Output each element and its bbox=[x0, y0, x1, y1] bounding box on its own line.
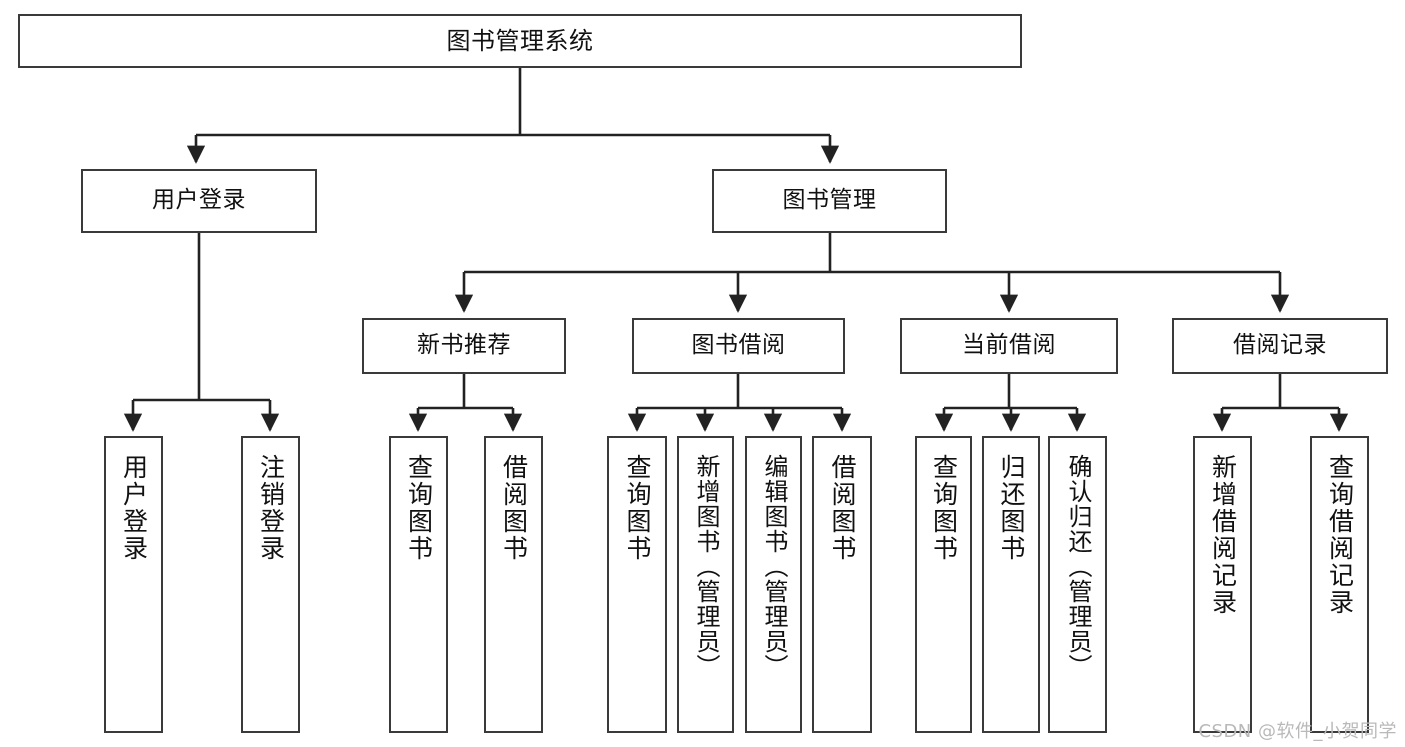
node-label: 用户登录 bbox=[152, 187, 246, 214]
node-label: 查询图书 bbox=[404, 454, 434, 562]
node-current-borrow[interactable]: 当前借阅 bbox=[900, 318, 1118, 374]
leaf-add-borrow-record[interactable]: 新增借阅记录 bbox=[1193, 436, 1252, 733]
leaf-return-book[interactable]: 归还图书 bbox=[982, 436, 1040, 733]
leaf-user-login[interactable]: 用户登录 bbox=[104, 436, 163, 733]
node-user-login[interactable]: 用户登录 bbox=[81, 169, 317, 233]
node-label: 新增借阅记录 bbox=[1208, 454, 1238, 616]
node-label: 查询图书 bbox=[623, 454, 652, 562]
node-label: 查询借阅记录 bbox=[1325, 454, 1355, 616]
node-label: 用户登录 bbox=[119, 454, 149, 562]
leaf-borrow-book-borrow[interactable]: 借阅图书 bbox=[812, 436, 872, 733]
node-label: 确认归还（管理员） bbox=[1063, 454, 1092, 679]
node-label: 注销登录 bbox=[256, 454, 286, 562]
node-label: 图书借阅 bbox=[691, 332, 786, 359]
node-label: 借阅图书 bbox=[828, 454, 857, 562]
node-label: 图书管理系统 bbox=[446, 26, 594, 55]
leaf-edit-book-admin[interactable]: 编辑图书（管理员） bbox=[745, 436, 802, 733]
leaf-query-borrow-record[interactable]: 查询借阅记录 bbox=[1310, 436, 1369, 733]
node-root-system[interactable]: 图书管理系统 bbox=[18, 14, 1022, 68]
node-book-manage[interactable]: 图书管理 bbox=[712, 169, 947, 233]
leaf-add-book-admin[interactable]: 新增图书（管理员） bbox=[677, 436, 734, 733]
leaf-confirm-return-admin[interactable]: 确认归还（管理员） bbox=[1048, 436, 1107, 733]
leaf-borrow-book-newbook[interactable]: 借阅图书 bbox=[484, 436, 543, 733]
node-book-borrow[interactable]: 图书借阅 bbox=[632, 318, 845, 374]
leaf-logout-login[interactable]: 注销登录 bbox=[241, 436, 300, 733]
leaf-query-book-borrow[interactable]: 查询图书 bbox=[607, 436, 667, 733]
node-label: 图书管理 bbox=[782, 187, 877, 214]
node-label: 当前借阅 bbox=[962, 332, 1056, 359]
node-label: 查询图书 bbox=[929, 454, 959, 562]
node-label: 编辑图书（管理员） bbox=[759, 454, 788, 679]
node-new-book-recommend[interactable]: 新书推荐 bbox=[362, 318, 566, 374]
csdn-watermark: CSDN @软件_小贺同学 bbox=[1198, 721, 1397, 742]
node-label: 归还图书 bbox=[997, 454, 1026, 562]
node-label: 借阅图书 bbox=[499, 454, 529, 562]
node-label: 新书推荐 bbox=[417, 332, 511, 359]
node-label: 借阅记录 bbox=[1233, 332, 1327, 359]
node-label: 新增图书（管理员） bbox=[691, 454, 720, 679]
leaf-query-book-current[interactable]: 查询图书 bbox=[915, 436, 972, 733]
leaf-query-book-newbook[interactable]: 查询图书 bbox=[389, 436, 448, 733]
node-borrow-record[interactable]: 借阅记录 bbox=[1172, 318, 1388, 374]
